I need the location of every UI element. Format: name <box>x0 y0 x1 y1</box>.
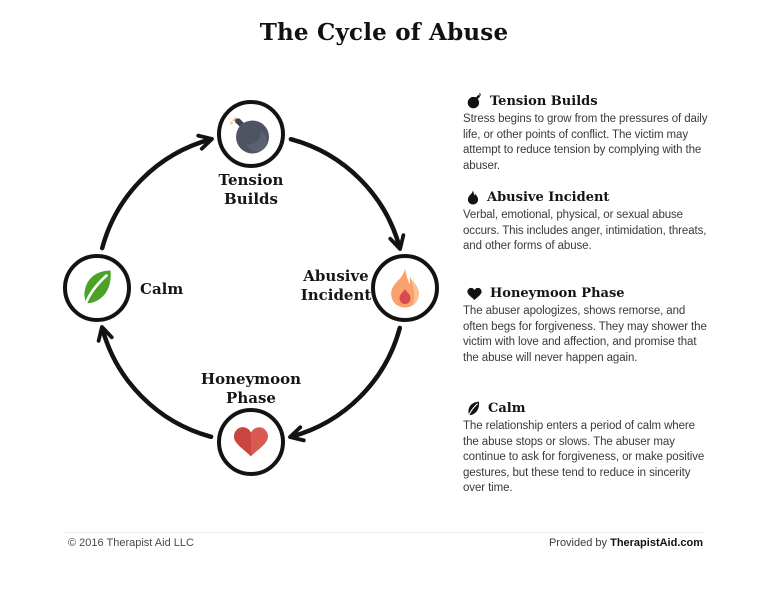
therapistaid-link[interactable]: TherapistAid.com <box>610 537 703 549</box>
section-heading: Honeymoon Phase <box>490 286 625 301</box>
section-body: The abuser apologizes, shows remorse, an… <box>463 305 707 364</box>
arrow-calm-to-tension <box>99 133 214 251</box>
node-label-tension-builds: Tension Builds <box>218 171 284 208</box>
copyright-text: © 2016 Therapist Aid LLC <box>68 537 194 549</box>
cycle-diagram <box>63 100 439 476</box>
arrow-honeymoon-to-calm <box>96 325 214 440</box>
node-label-calm: Calm <box>140 280 184 298</box>
section-body: The relationship enters a period of calm… <box>463 420 705 494</box>
leaf-icon <box>468 401 480 416</box>
section-heading: Tension Builds <box>490 93 598 109</box>
section-heading: Abusive Incident <box>487 190 610 205</box>
node-label-abusive-incident: Abusive Incident <box>300 267 372 304</box>
flame-icon <box>391 269 419 308</box>
heart-icon <box>234 427 268 457</box>
section-body: Verbal, emotional, physical, or sexual a… <box>463 209 707 252</box>
arrow-abusive-to-honeymoon <box>288 325 403 443</box>
arrow-tension-to-abusive <box>288 136 406 251</box>
provided-by: Provided by TherapistAid.com <box>549 537 703 549</box>
node-label-honeymoon-phase: Honeymoon Phase <box>200 370 302 407</box>
section-calm: Calm The relationship enters a period of… <box>463 401 711 497</box>
flame-icon <box>467 190 479 205</box>
cycle-arrows <box>96 133 406 443</box>
section-heading: Calm <box>488 401 526 416</box>
footer-divider <box>65 532 703 533</box>
provided-by-text: Provided by <box>548 537 611 549</box>
section-honeymoon-phase: Honeymoon Phase The abuser apologizes, s… <box>463 286 711 366</box>
bomb-icon <box>230 116 269 154</box>
section-body: Stress begins to grow from the pressures… <box>463 113 708 172</box>
page-title: The Cycle of Abuse <box>259 19 509 46</box>
leaf-icon <box>84 270 111 305</box>
section-abusive-incident: Abusive Incident Verbal, emotional, phys… <box>463 190 711 255</box>
section-tension-builds: Tension Builds Stress begins to grow fro… <box>463 93 711 174</box>
bomb-icon <box>467 93 481 109</box>
heart-icon <box>467 287 482 300</box>
